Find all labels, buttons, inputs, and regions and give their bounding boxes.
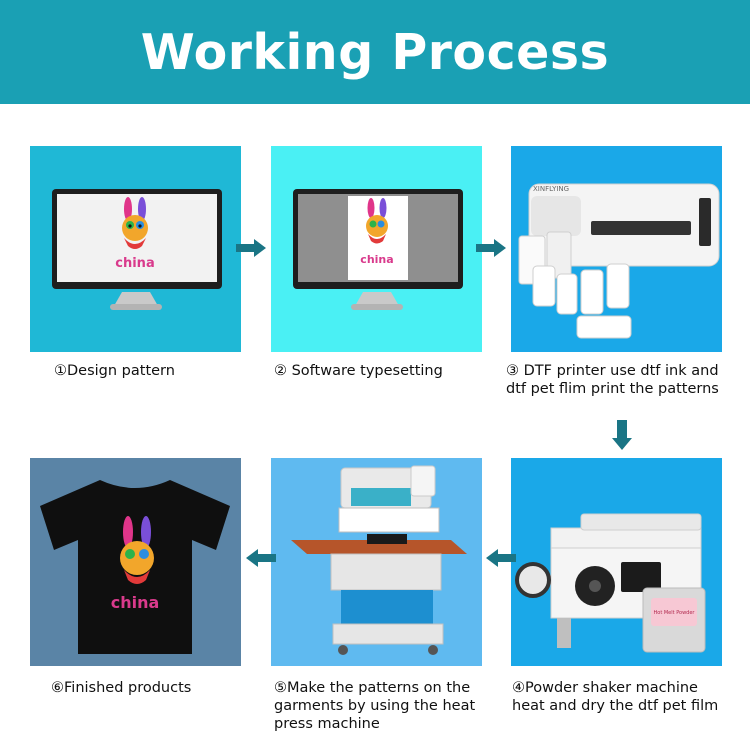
printer-cover — [531, 196, 581, 236]
rabbit-artwork — [366, 198, 388, 244]
monitor-base — [351, 304, 403, 310]
film-roller — [515, 562, 551, 598]
base-tank — [341, 590, 433, 624]
wheel — [338, 645, 348, 655]
artboard — [348, 196, 408, 280]
garment — [367, 534, 407, 544]
machine-frame — [330, 553, 442, 591]
step2-typesetting-image: china — [271, 146, 482, 352]
step5-caption: ⑤Make the patterns on the garments by us… — [274, 679, 475, 733]
lower-platen — [291, 540, 467, 554]
rabbit-artwork — [120, 516, 154, 584]
machine-leg — [557, 618, 571, 648]
fan-hub — [589, 580, 601, 592]
print-text: china — [111, 593, 160, 612]
ink-bottle — [576, 315, 632, 339]
machine-base — [332, 623, 444, 645]
caption-line: heat and dry the dtf pet film — [512, 698, 719, 714]
ink-bottle — [580, 269, 604, 315]
printer-brand: XINFLYING — [533, 185, 569, 193]
page-title: Working Process — [140, 23, 610, 81]
step3-printer-image: XINFLYING — [511, 146, 722, 352]
arrow-left-icon — [246, 549, 276, 567]
rabbit-artwork — [122, 197, 148, 249]
header-banner: Working Process — [0, 0, 750, 104]
press-cylinder — [351, 488, 411, 506]
step6-tshirt-image: china — [30, 458, 241, 666]
monitor-stand — [355, 292, 399, 306]
step1-caption: ①Design pattern — [54, 363, 175, 379]
wheel — [428, 645, 438, 655]
printer-slot — [591, 221, 691, 235]
ink-bottle — [532, 265, 556, 307]
caption-line: press machine — [274, 716, 380, 732]
step5-heatpress-image — [271, 458, 482, 666]
step6-caption: ⑥Finished products — [51, 680, 192, 696]
control-panel — [699, 198, 711, 246]
arrow-down-icon — [612, 420, 632, 450]
monitor-base — [110, 304, 162, 310]
heat-platen — [338, 507, 440, 533]
control-panel — [621, 562, 661, 592]
caption-line: ④Powder shaker machine — [512, 680, 698, 696]
arrow-left-icon — [486, 549, 516, 567]
bag-label-text: Hot Melt Powder — [654, 610, 696, 616]
step3-caption: ③ DTF printer use dtf ink and dtf pet fl… — [506, 362, 719, 398]
step4-caption: ④Powder shaker machine heat and dry the … — [512, 679, 718, 715]
print-text: china — [115, 256, 154, 271]
print-text: china — [360, 253, 393, 266]
caption-line: garments by using the heat — [274, 698, 476, 714]
ink-bottle — [556, 273, 578, 315]
arrow-right-icon — [476, 239, 506, 257]
arrow-right-icon — [236, 239, 266, 257]
caption-line: ⑤Make the patterns on the — [274, 680, 471, 696]
shaker-top — [550, 527, 702, 549]
bag-label — [651, 598, 697, 626]
caption-line: ③ DTF printer use dtf ink and — [506, 363, 719, 379]
monitor-stand — [114, 292, 158, 306]
step1-design-image: china — [30, 146, 241, 352]
step4-shaker-image: Hot Melt Powder — [511, 458, 722, 666]
ink-bottle — [606, 263, 630, 309]
heater-hood — [580, 513, 702, 531]
caption-line: dtf pet flim print the patterns — [506, 381, 719, 397]
step2-caption: ② Software typesetting — [274, 363, 443, 379]
control-box — [410, 465, 436, 497]
